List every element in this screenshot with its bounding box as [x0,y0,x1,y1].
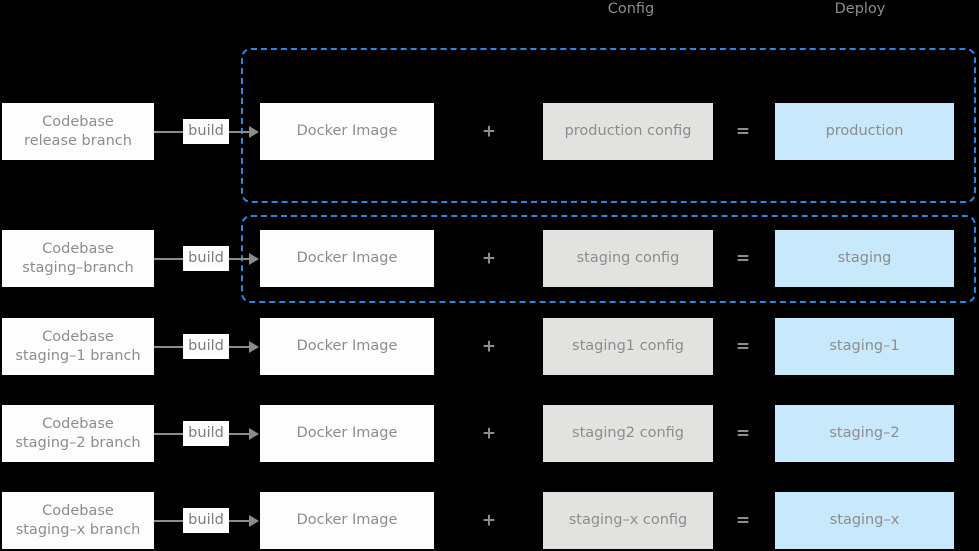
deploy-box-row-4: staging–2 [775,405,954,462]
column-header-deploy: Deploy [834,1,886,17]
deploy-box-row-5: staging–x [775,492,954,549]
config-box-row-3: staging1 config [543,318,713,375]
docker-image-box-row-4: Docker Image [260,405,434,462]
build-label-row-5: build [183,508,229,533]
build-arrow-icon-row-2 [249,252,259,265]
equals-operator-row-1: = [735,121,751,141]
deploy-box-row-2: staging [775,230,954,287]
codebase-box-row-5: Codebase staging–x branch [2,492,154,549]
docker-image-box-row-3: Docker Image [260,318,434,375]
plus-operator-row-2: + [481,248,497,268]
config-box-row-1: production config [543,103,713,160]
build-label-row-1: build [183,119,229,144]
codebase-box-row-1: Codebase release branch [2,103,154,160]
plus-operator-row-5: + [481,510,497,530]
config-box-row-4: staging2 config [543,405,713,462]
config-box-row-5: staging–x config [543,492,713,549]
deploy-box-row-3: staging–1 [775,318,954,375]
equals-operator-row-3: = [735,336,751,356]
config-box-row-2: staging config [543,230,713,287]
build-arrow-icon-row-3 [249,340,259,353]
docker-image-box-row-2: Docker Image [260,230,434,287]
codebase-box-row-3: Codebase staging–1 branch [2,318,154,375]
build-label-row-3: build [183,334,229,359]
equals-operator-row-2: = [735,248,751,268]
equals-operator-row-5: = [735,510,751,530]
deploy-box-row-1: production [775,103,954,160]
docker-image-box-row-1: Docker Image [260,103,434,160]
plus-operator-row-4: + [481,423,497,443]
codebase-box-row-2: Codebase staging–branch [2,230,154,287]
docker-image-box-row-5: Docker Image [260,492,434,549]
build-label-row-2: build [183,246,229,271]
equals-operator-row-4: = [735,423,751,443]
plus-operator-row-3: + [481,336,497,356]
build-arrow-icon-row-4 [249,427,259,440]
plus-operator-row-1: + [481,121,497,141]
build-arrow-icon-row-1 [249,125,259,138]
build-arrow-icon-row-5 [249,514,259,527]
column-header-config: Config [607,1,655,17]
build-label-row-4: build [183,421,229,446]
codebase-box-row-4: Codebase staging–2 branch [2,405,154,462]
